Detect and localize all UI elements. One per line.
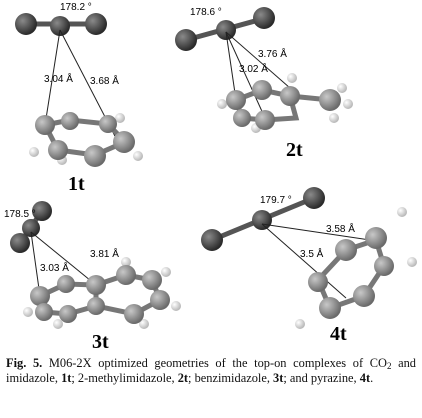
methylimidazole-ring-2t	[217, 73, 353, 133]
imidazole-ring-1t	[29, 112, 143, 167]
distance-label-1t-a: 3.04 Å	[44, 72, 73, 85]
angle-label-4t: 179.7 °	[260, 195, 292, 206]
caption-text-6: .	[370, 371, 374, 385]
caption-text-2: and imidazole,	[6, 356, 416, 385]
pyrazine-ring-4t	[295, 207, 417, 329]
benzimidazole-ring-3t	[23, 257, 181, 329]
angle-label-1t: 178.2 °	[60, 2, 92, 13]
caption-fig-label: Fig. 5.	[6, 356, 43, 370]
distance-label-2t-a: 3.76 Å	[258, 47, 287, 60]
angle-label-3t: 178.5 °	[4, 209, 36, 220]
co2-molecule-2t	[175, 7, 275, 51]
distance-label-4t-a: 3.58 Å	[326, 222, 355, 235]
compound-label-4t: 4t	[330, 323, 347, 345]
panel-2t: 178.6 ° 3.76 Å 3.02 Å 2t	[175, 7, 353, 161]
caption-sub-2: 2	[386, 361, 392, 371]
distance-label-3t-a: 3.81 Å	[90, 247, 119, 260]
figure-caption: Fig. 5. M06-2X optimized geometries of t…	[6, 356, 416, 386]
caption-text-5: ; and pyrazine,	[283, 371, 360, 385]
caption-text-1: M06-2X optimized geometries of the top-o…	[42, 356, 387, 370]
angle-label-2t: 178.6 °	[190, 7, 222, 18]
distance-label-4t-b: 3.5 Å	[300, 247, 324, 260]
molecular-figure: 178.2 ° 3.04 Å 3.68 Å 1t 178.	[4, 2, 417, 350]
panel-1t: 178.2 ° 3.04 Å 3.68 Å 1t	[15, 2, 143, 195]
caption-text-3: ; 2-methylimidazole,	[71, 371, 178, 385]
compound-label-1t: 1t	[68, 173, 85, 195]
distance-label-1t-b: 3.68 Å	[90, 74, 119, 87]
co2-molecule-1t	[15, 13, 107, 36]
caption-label-3t: 3t	[273, 371, 284, 385]
compound-label-3t: 3t	[92, 331, 109, 350]
distance-label-3t-b: 3.03 Å	[40, 261, 69, 274]
distance-label-2t-b: 3.02 Å	[239, 62, 268, 75]
compound-label-2t: 2t	[286, 139, 303, 161]
caption-label-1t: 1t	[61, 371, 72, 385]
caption-label-4t: 4t	[359, 371, 371, 385]
caption-text-4: ; benzimidazole,	[188, 371, 274, 385]
caption-label-2t: 2t	[177, 371, 189, 385]
co2-molecule-3t	[10, 201, 52, 253]
panel-3t: 178.5 ° 3.81 Å 3.03 Å 3t	[4, 201, 181, 350]
panel-4t: 179.7 ° 3.58 Å 3.5 Å 4t	[201, 187, 417, 345]
